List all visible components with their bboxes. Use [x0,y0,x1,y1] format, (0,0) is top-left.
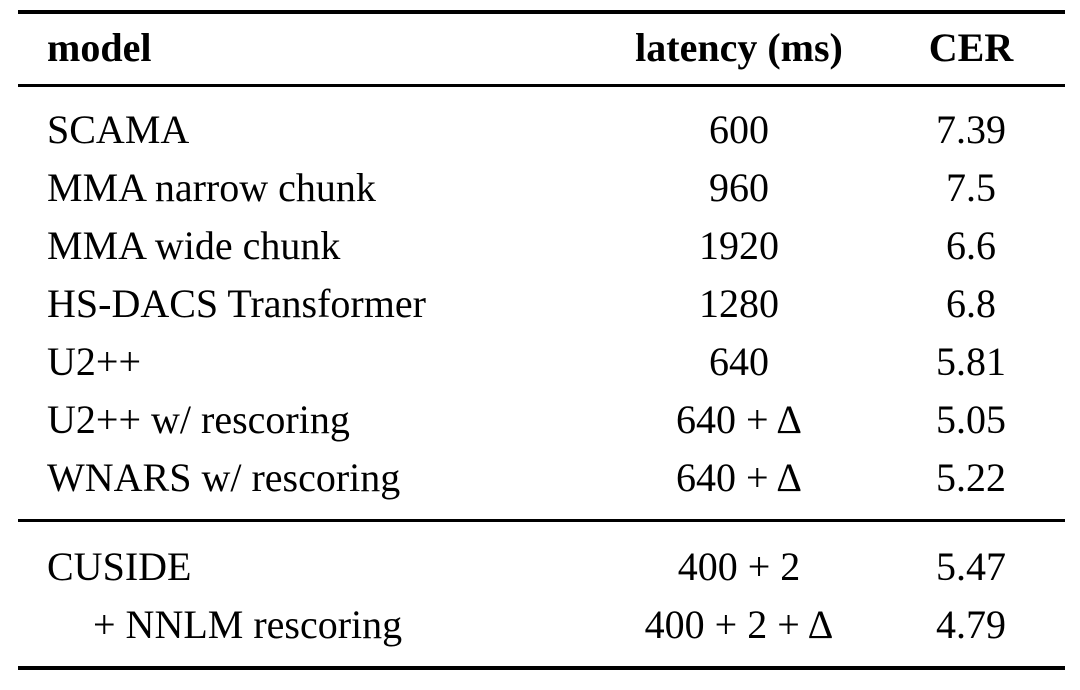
cell-model: + NNLM rescoring [18,596,593,670]
cell-model: HS-DACS Transformer [47,281,426,326]
cell-cer: 6.8 [946,281,996,326]
cell-model: CUSIDE [18,519,593,596]
cell-cer: 7.39 [936,107,1006,152]
results-table: model latency (ms) CER SCAMA 600 7.39 MM… [18,10,1065,670]
cell-cer: 6.6 [946,223,996,268]
cell-latency: 640 [709,339,769,384]
cell-model: U2++ [47,339,142,384]
cell-model: MMA wide chunk [47,223,341,268]
cell-cer: 5.22 [936,455,1006,500]
cell-latency: 1920 [699,223,779,268]
cell-cer: 5.81 [936,339,1006,384]
cell-cer: 5.05 [936,397,1006,442]
cell-latency: 640 + Δ [675,397,803,442]
cell-latency: 400 + 2 [593,519,893,596]
results-table-container: model latency (ms) CER SCAMA 600 7.39 MM… [18,10,1065,670]
table-header-row: model latency (ms) CER [18,12,1065,86]
table-row: HS-DACS Transformer 1280 6.8 [18,275,1065,333]
column-header-model: model [47,25,152,70]
table-row: CUSIDE 400 + 2 5.47 [18,519,1065,596]
cell-model-label: + NNLM rescoring [93,602,403,647]
table-body-baselines: SCAMA 600 7.39 MMA narrow chunk 960 7.5 … [18,86,1065,521]
cell-latency: 640 + Δ [675,455,803,500]
table-row: U2++ w/ rescoring 640 + Δ 5.05 [18,391,1065,449]
cell-cer: 4.79 [893,596,1065,670]
table-row: MMA narrow chunk 960 7.5 [18,159,1065,217]
cell-latency: 400 + 2 + Δ [593,596,893,670]
column-header-latency: latency (ms) [635,25,843,70]
cell-model: SCAMA [47,107,190,152]
cell-latency: 600 [709,107,769,152]
table-row: MMA wide chunk 1920 6.6 [18,217,1065,275]
cell-latency: 1280 [699,281,779,326]
cell-model: U2++ w/ rescoring [47,397,350,442]
cell-model: WNARS w/ rescoring [47,455,401,500]
table-header: model latency (ms) CER [18,12,1065,86]
table-row: + NNLM rescoring 400 + 2 + Δ 4.79 [18,596,1065,670]
table-row: U2++ 640 5.81 [18,333,1065,391]
table-row: SCAMA 600 7.39 [18,86,1065,160]
cell-model: MMA narrow chunk [47,165,376,210]
cell-cer: 7.5 [946,165,996,210]
cell-latency: 960 [709,165,769,210]
cell-cer: 5.47 [893,519,1065,596]
table-body-proposed: CUSIDE 400 + 2 5.47 + NNLM rescoring 400… [18,519,1065,670]
table-row: WNARS w/ rescoring 640 + Δ 5.22 [18,449,1065,521]
column-header-cer: CER [928,25,1014,70]
